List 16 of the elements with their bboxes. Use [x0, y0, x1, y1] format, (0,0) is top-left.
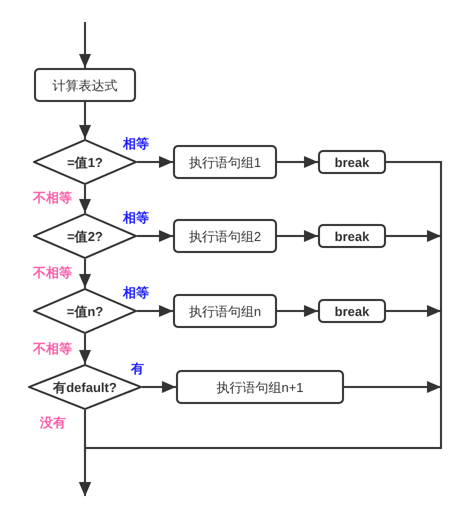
process-box: break	[318, 150, 386, 174]
edge-label: 相等	[123, 137, 149, 150]
edge-label: 没有	[40, 416, 66, 429]
edge-label: 不相等	[33, 342, 72, 355]
process-box: 执行语句组n	[173, 294, 277, 328]
process-box: 执行语句组2	[173, 219, 277, 253]
process-box: 计算表达式	[34, 68, 136, 102]
process-box: break	[318, 224, 386, 248]
process-box: 执行语句组n+1	[176, 370, 344, 404]
process-box: break	[318, 299, 386, 323]
edge-label: 相等	[123, 211, 149, 224]
edge-label: 有	[131, 362, 144, 375]
edge-label: 相等	[123, 286, 149, 299]
edge-label: 不相等	[33, 191, 72, 204]
edge-label: 不相等	[33, 266, 72, 279]
process-box: 执行语句组1	[173, 145, 277, 179]
